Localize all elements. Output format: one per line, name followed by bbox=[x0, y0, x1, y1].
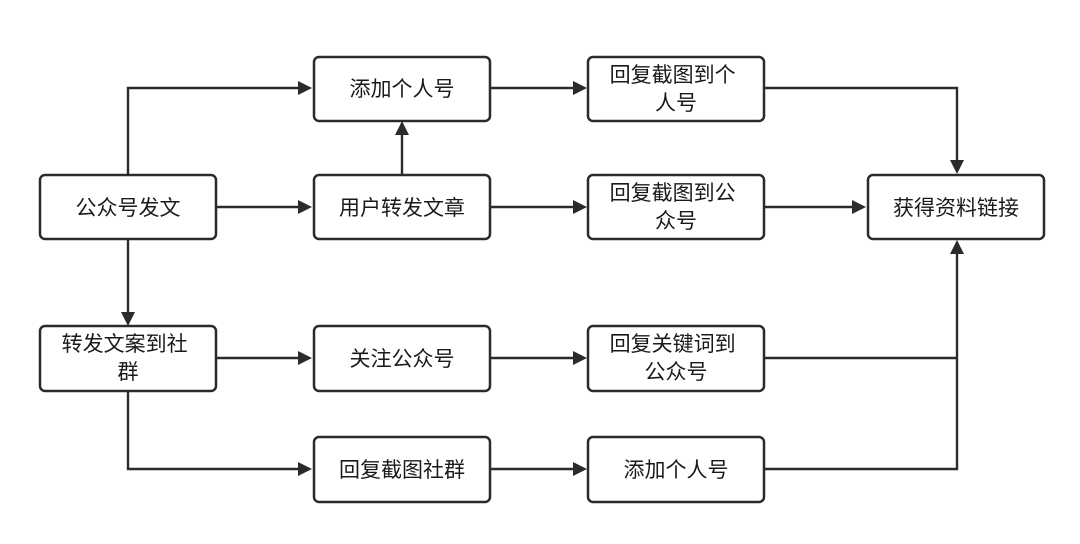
edge-post-to-add-personal bbox=[126, 86, 300, 175]
node-reply-screenshot-official: 回复截图到公 众号 bbox=[586, 173, 766, 241]
arrow-icon bbox=[121, 312, 135, 326]
arrow-icon bbox=[298, 200, 312, 214]
node-reply-screenshot-group: 回复截图社群 bbox=[312, 435, 492, 504]
node-get-material-link: 获得资料链接 bbox=[866, 173, 1046, 241]
node-label: 添加个人号 bbox=[624, 458, 729, 482]
arrow-icon bbox=[298, 462, 312, 476]
node-label: 回复关键词到 公众号 bbox=[610, 332, 743, 384]
node-label: 转发文案到社 群 bbox=[62, 332, 195, 384]
arrow-icon bbox=[573, 200, 587, 214]
edge-add-personal-bottom-to-get-link bbox=[764, 252, 959, 471]
arrow-icon bbox=[298, 351, 312, 365]
node-user-forward-article: 用户转发文章 bbox=[312, 173, 492, 241]
node-add-personal-bottom: 添加个人号 bbox=[586, 435, 766, 504]
node-label: 添加个人号 bbox=[350, 77, 455, 101]
arrow-icon bbox=[573, 351, 587, 365]
node-forward-to-group: 转发文案到社 群 bbox=[38, 324, 218, 393]
node-label: 获得资料链接 bbox=[893, 196, 1019, 220]
node-reply-screenshot-personal: 回复截图到个 人号 bbox=[586, 55, 766, 123]
edge-forward-group-to-reply-group bbox=[126, 391, 300, 471]
arrow-icon bbox=[573, 462, 587, 476]
arrow-icon bbox=[298, 81, 312, 95]
arrow-icon bbox=[950, 240, 964, 254]
node-post-article: 公众号发文 bbox=[38, 173, 218, 241]
arrow-icon bbox=[395, 121, 409, 135]
node-add-personal-top: 添加个人号 bbox=[312, 55, 492, 123]
connectors bbox=[121, 81, 964, 476]
node-label: 回复截图到公 众号 bbox=[610, 181, 743, 233]
node-label: 回复截图社群 bbox=[339, 458, 465, 482]
arrow-icon bbox=[852, 200, 866, 214]
node-reply-keyword-official: 回复关键词到 公众号 bbox=[586, 324, 766, 393]
node-label: 用户转发文章 bbox=[339, 196, 465, 220]
node-label: 公众号发文 bbox=[76, 196, 181, 220]
arrow-icon bbox=[950, 160, 964, 174]
edge-reply-personal-to-get-link bbox=[764, 86, 959, 162]
arrow-icon bbox=[573, 81, 587, 95]
node-follow-official: 关注公众号 bbox=[312, 324, 492, 393]
node-label: 回复截图到个 人号 bbox=[610, 63, 743, 115]
node-label: 关注公众号 bbox=[350, 347, 455, 371]
